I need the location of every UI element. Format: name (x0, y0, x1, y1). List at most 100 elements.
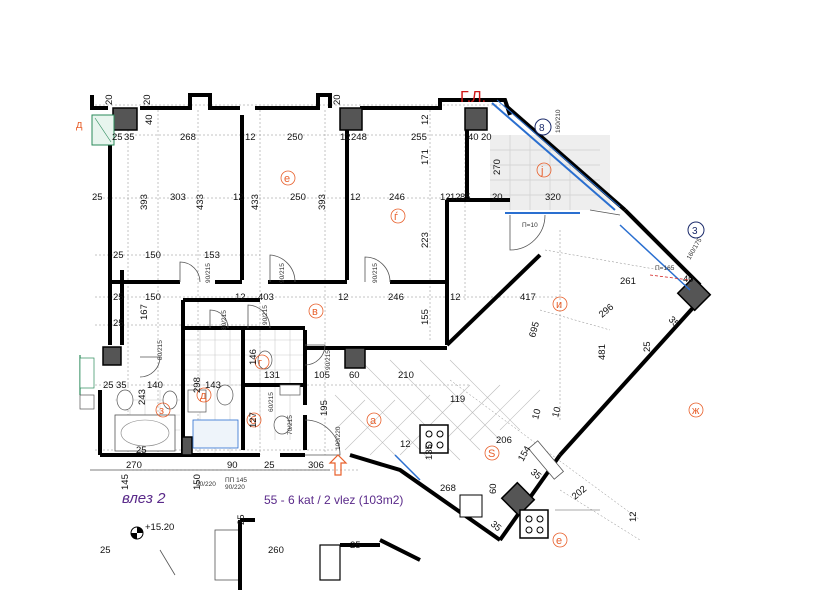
label-plan-dimensions-lower-3: 243 (137, 389, 148, 405)
label-plan-window-tags-3: П=165 (655, 265, 675, 272)
label-plan-dimensions-top-2: 20 (332, 94, 343, 105)
label-plan-dimensions-left-3: 25 (113, 250, 124, 261)
gl-marker: Г.Л. (460, 89, 486, 106)
label-plan-dimensions-middle-13: 223 (420, 232, 431, 248)
label-plan-dimensions-top-11: 255 (411, 132, 427, 143)
label-plan-dimensions-bottom-3: 306 (308, 460, 324, 471)
dimensions-bottom: 270 90 25 306 145 150 268 60 202 12 25 2… (100, 460, 639, 556)
label-plan-dimensions-middle-3: 12 (350, 192, 361, 203)
label-plan-door-tags-0: 90/215 (279, 263, 286, 283)
label-plan-dimensions-top-5: 35 (124, 132, 135, 143)
label-plan-window-size: 90/220 (196, 481, 216, 488)
label-plan-dimensions-middle-25: 35 (666, 314, 681, 329)
label-plan-door-tags-5: 80/215 (221, 310, 228, 330)
label-plan-dimensions-middle-16: 12 (338, 292, 349, 303)
label-plan-dimensions-middle-10: 85 (460, 192, 471, 203)
label-plan-dimensions-lower-8: 119 (450, 394, 465, 405)
label-plan-dimensions-top-0: 20 (104, 94, 115, 105)
label-plan-dimensions-lower-14: 135 (424, 444, 435, 460)
fixtures (79, 350, 565, 581)
label-plan-dimensions-bottom-7: 60 (488, 483, 499, 494)
label-plan-dimensions-bottom-14: 25 (350, 540, 361, 551)
label-plan-door-tags-1: 90/215 (372, 263, 379, 283)
label-plan-dimensions-left-4: 150 (145, 250, 161, 261)
room-label-dz: S (488, 448, 495, 460)
label-plan-dimensions-left-1: 393 (139, 194, 150, 210)
label-plan-dimensions-lower-11: 195 (319, 400, 330, 416)
room-label-b: б (250, 415, 256, 427)
room-label-i: и (556, 299, 562, 311)
label-plan-dimensions-bottom-10: 25 (236, 514, 247, 525)
label-plan-dimensions-lower-0: 140 (147, 380, 163, 391)
label-plan-dimensions-bottom-4: 145 (120, 474, 131, 490)
label-plan-dimensions-lower-15: 10 (550, 406, 563, 419)
label-plan-dimensions-middle-23: 695 (527, 321, 542, 339)
entrance-label: влез 2 (122, 490, 166, 507)
label-plan-dimensions-top-12: 40 (468, 132, 479, 143)
label-plan-dimensions-middle-18: 12 (450, 292, 461, 303)
label-plan-dimensions-middle-1: 12 (233, 192, 244, 203)
room-label-e: е (284, 173, 290, 185)
entrance-arrow (328, 454, 348, 476)
label-plan-dimensions-middle-22: 296 (597, 302, 616, 321)
opening-tags: 90/215 90/215 90/215 90/215 90/215 80/21… (157, 109, 704, 491)
label-plan-dimensions-middle-8: 171 (420, 149, 431, 165)
room-label-e-lower: е (556, 535, 562, 547)
label-plan-dimensions-top-3: 40 (144, 114, 155, 125)
label-plan-dimensions-lower-12: 206 (496, 435, 512, 446)
label-plan-dimensions-middle-27: 40 (683, 274, 694, 285)
room-label-g: г (258, 357, 262, 369)
label-plan-door-tags-4: 90/215 (325, 350, 332, 370)
room-label-d: д (200, 390, 207, 402)
windows (79, 99, 691, 481)
label-plan-dimensions-lower-2: 298 (192, 377, 203, 393)
label-plan-dimensions-bottom-8: 202 (570, 484, 589, 503)
axis-markers: 8 3 (534, 118, 705, 239)
label-plan-dimensions-left-6: 25 (113, 292, 124, 303)
room-label-j: ј (540, 165, 543, 177)
label-plan-dimensions-middle-6: 12 (440, 192, 451, 203)
label-plan-dimensions-left-7: 150 (145, 292, 161, 303)
label-plan-dimensions-top-8: 250 (287, 132, 303, 143)
label-plan-dimensions-bottom-12: 25 (100, 545, 111, 556)
label-plan-dimensions-lower-6: 60 (349, 370, 360, 381)
label-plan-door-tags-11: 160/210 (555, 109, 562, 133)
label-plan-door-tags-2: 90/215 (205, 263, 212, 283)
dimensions-left: 25 393 433 25 150 153 25 150 25 167 25 3… (92, 192, 220, 391)
label-plan-dimensions-bottom-11: 260 (268, 545, 284, 556)
room-label-zh: ж (692, 405, 700, 417)
room-label-gj: ѓ (394, 211, 398, 223)
label-plan-dimensions-lower-1: 143 (205, 380, 221, 391)
label-plan-dimensions-bottom-0: 270 (126, 460, 142, 471)
label-plan-dimensions-left-8: 25 (113, 318, 124, 329)
label-plan-dimensions-top-10: 248 (351, 132, 367, 143)
label-plan-dimensions-left-10: 25 (103, 380, 114, 391)
label-plan-dimensions-middle-19: 417 (520, 292, 536, 303)
label-plan-door-tags-6: 80/215 (157, 340, 164, 360)
room-label-v: в (312, 306, 318, 318)
label-plan-dimensions-lower-7: 210 (398, 370, 414, 381)
label-plan-door-tags-9: 100/220 (335, 426, 342, 450)
label-plan-dimensions-middle-24: 481 (597, 344, 608, 360)
label-plan-door-tags-7: 60/215 (268, 392, 275, 412)
label-plan-dimensions-top-7: 12 (245, 132, 256, 143)
label-plan-dimensions-lower-4: 131 (264, 370, 280, 381)
label-plan-dimensions-top-9: 12 (340, 132, 351, 143)
room-label-a: а (370, 415, 377, 427)
axis-marker-8: 8 (539, 123, 545, 134)
label-plan-dimensions-top-6: 268 (180, 132, 196, 143)
label-plan-window-tags-1: П=10 (522, 222, 538, 229)
label-plan-dimensions-bottom-1: 90 (227, 460, 238, 471)
label-plan-dimensions-top-14: 12 (420, 114, 431, 125)
axis-marker-3: 3 (692, 226, 698, 237)
label-plan-dimensions-middle-7: 246 (389, 192, 405, 203)
lower-structure (90, 469, 421, 590)
label-plan-dimensions-middle-21: 261 (620, 276, 636, 287)
label-plan-dimensions-bottom-6: 268 (440, 483, 456, 494)
room-label-z: з (159, 405, 164, 417)
label-plan-dimensions-top-4: 25 (112, 132, 123, 143)
elevation-label: +15.20 (145, 522, 174, 533)
label-plan-dimensions-lower-18: 25 (136, 445, 147, 456)
dimensions-top: 20 20 20 40 25 35 268 12 250 12 248 255 … (104, 94, 492, 143)
label-plan-dimensions-middle-0: 303 (170, 192, 186, 203)
